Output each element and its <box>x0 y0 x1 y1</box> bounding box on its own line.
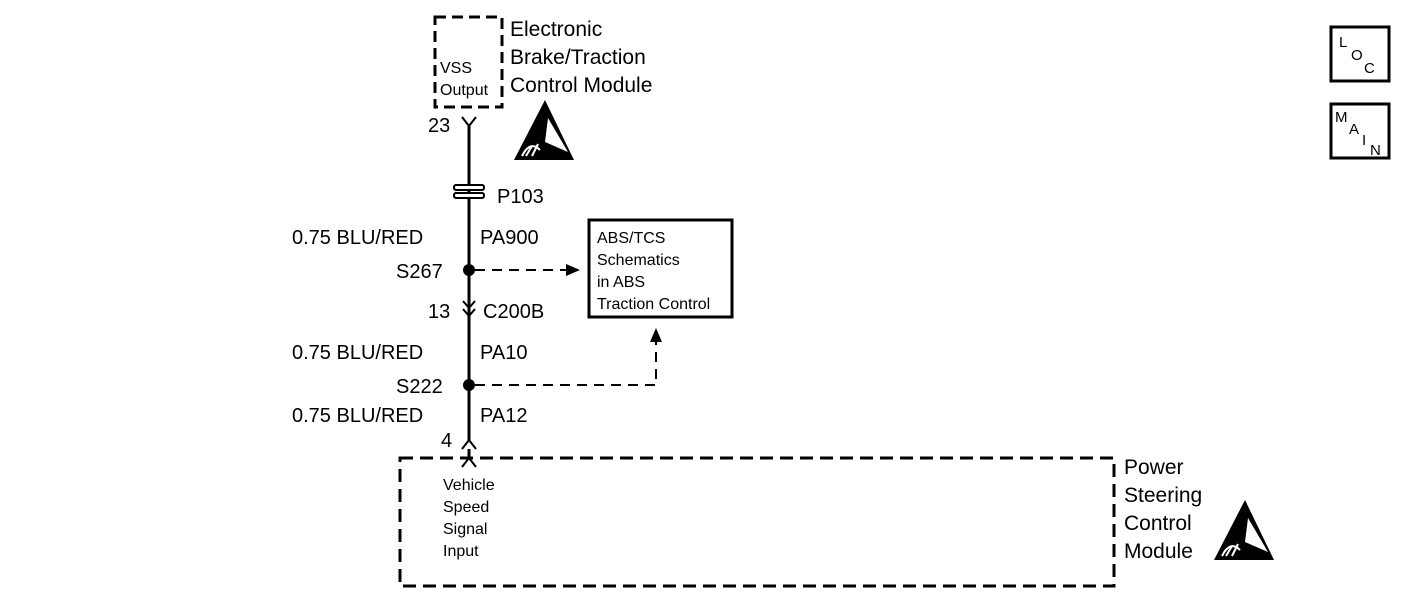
loc-badge-letter-1: L <box>1339 34 1347 51</box>
wire-segment-2-circuit: PA10 <box>480 342 527 364</box>
bottom-module-name-line-3: Control <box>1124 512 1192 535</box>
bottom-module-function-line-2: Speed <box>443 499 489 516</box>
reference-box-line-4: Traction Control <box>597 296 710 313</box>
main-badge-letter-1: M <box>1335 109 1348 126</box>
top-module-dashed-outline <box>433 15 504 109</box>
inline-connector-label: P103 <box>497 186 544 208</box>
bottom-module: Vehicle Speed Signal Input Power Steerin… <box>398 456 1202 588</box>
bottom-module-name-line-4: Module <box>1124 540 1193 563</box>
connector-c200b-label: C200B <box>483 301 544 323</box>
bottom-module-name-line-2: Steering <box>1124 484 1202 507</box>
connector-c200b: 13 C200B <box>428 300 544 323</box>
main-badge-button[interactable]: M A I N <box>1329 102 1391 160</box>
esd-sensitive-icon <box>1214 500 1274 560</box>
wire-segment-3-circuit: PA12 <box>480 405 527 427</box>
top-module-name-line-2: Brake/Traction <box>510 46 646 69</box>
top-module-name-line-3: Control Module <box>510 74 652 97</box>
reference-box-line-1: ABS/TCS <box>597 230 665 247</box>
s267-reference-arrow-icon <box>566 264 580 276</box>
splice-s267: S267 <box>396 261 475 283</box>
abs-tcs-reference-box: ABS/TCS Schematics in ABS Traction Contr… <box>587 218 734 319</box>
bottom-module-function-line-1: Vehicle <box>443 477 495 494</box>
pin-23-connector-terminal <box>461 116 477 128</box>
connector-c200b-pin: 13 <box>428 301 450 323</box>
reference-box-line-3: in ABS <box>597 274 645 291</box>
loc-badge-letter-2: O <box>1351 47 1363 64</box>
loc-badge-button[interactable]: L O C <box>1329 25 1391 83</box>
bottom-module-function-line-3: Signal <box>443 521 487 538</box>
esd-sensitive-icon <box>514 100 574 160</box>
bottom-module-name-line-1: Power <box>1124 456 1184 479</box>
main-badge-letter-4: N <box>1370 142 1381 159</box>
loc-badge-letter-3: C <box>1364 60 1375 77</box>
top-module-pin-number: 23 <box>428 115 450 137</box>
top-module-name-line-1: Electronic <box>510 18 602 41</box>
bottom-module-dashed-outline <box>398 456 1116 588</box>
splice-s267-label: S267 <box>396 261 443 283</box>
top-module-function-line-1: VSS <box>440 60 472 77</box>
wire-segment-2-gauge-color: 0.75 BLU/RED <box>292 342 423 364</box>
reference-box-line-2: Schematics <box>597 252 680 269</box>
wire-segment-3-gauge-color: 0.75 BLU/RED <box>292 405 423 427</box>
splice-s222-label: S222 <box>396 376 443 398</box>
s222-reference-arrow-icon <box>650 328 662 342</box>
splice-s222: S222 <box>396 376 475 398</box>
main-badge-letter-2: A <box>1349 121 1359 138</box>
wire-segment-1-gauge-color: 0.75 BLU/RED <box>292 227 423 249</box>
wire-segment-1-circuit: PA900 <box>480 227 539 249</box>
bottom-module-pin-number: 4 <box>441 430 452 452</box>
top-module-function-line-2: Output <box>440 82 489 99</box>
inline-connector-p103: P103 <box>453 184 544 208</box>
bottom-module-function-line-4: Input <box>443 543 479 560</box>
main-badge-letter-3: I <box>1362 132 1366 149</box>
pin-4-upper-terminal <box>461 438 477 450</box>
s222-reference-dashed-line <box>475 342 657 386</box>
